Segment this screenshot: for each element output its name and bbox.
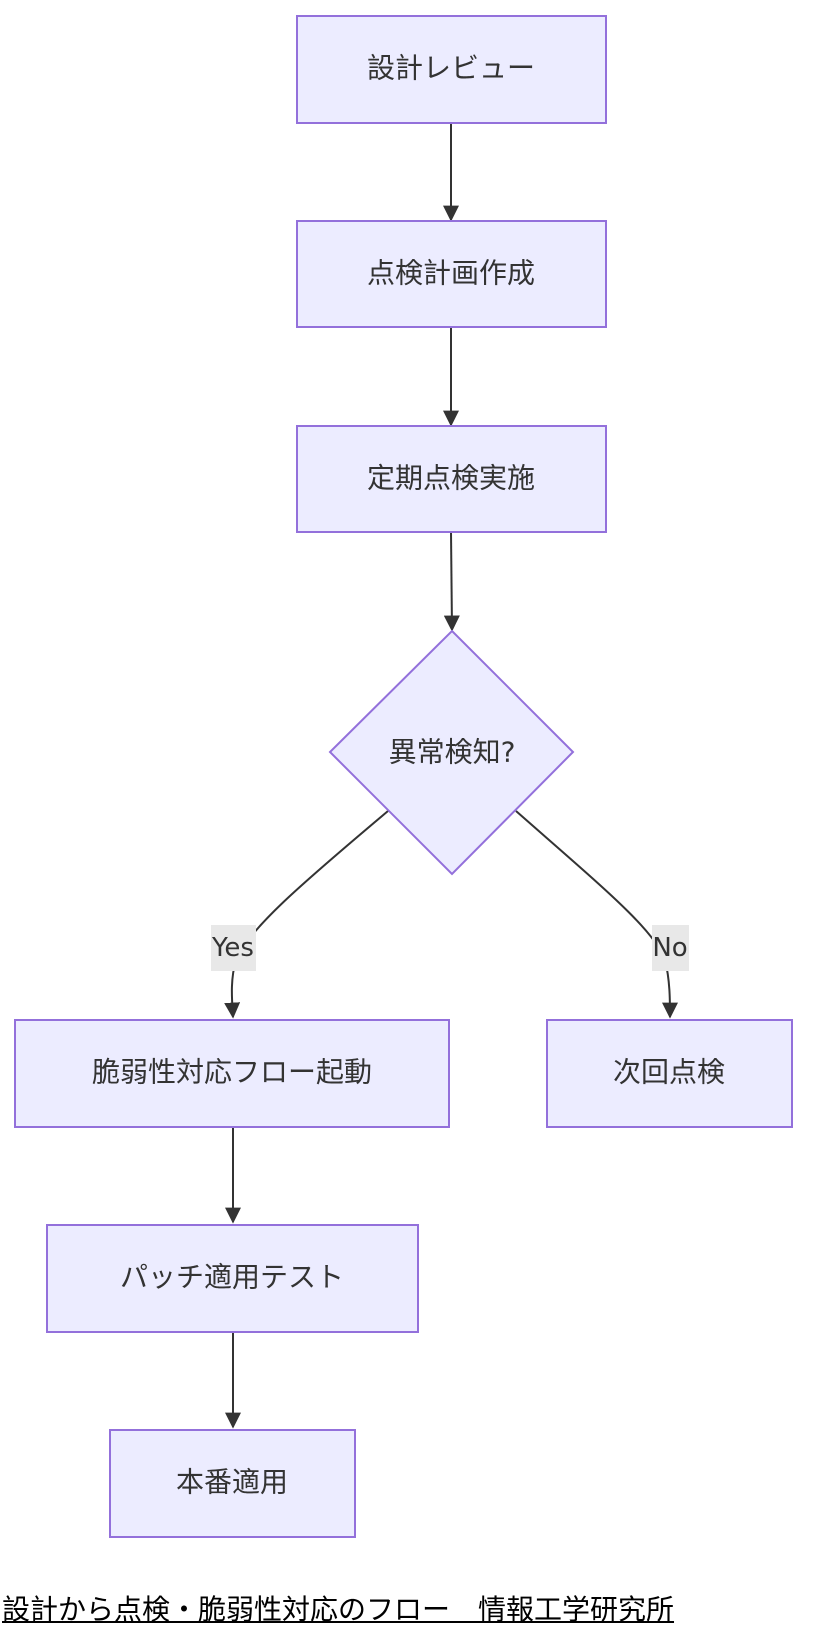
edge-label-no: No bbox=[652, 925, 689, 971]
node-periodic-inspection-label: 定期点検実施 bbox=[367, 462, 535, 495]
node-anomaly-decision[interactable]: 異常検知? bbox=[328, 629, 575, 876]
node-inspection-plan[interactable]: 点検計画作成 bbox=[296, 220, 607, 328]
node-inspection-plan-label: 点検計画作成 bbox=[367, 257, 535, 290]
node-vuln-response[interactable]: 脆弱性対応フロー起動 bbox=[14, 1019, 450, 1128]
node-patch-test-label: パッチ適用テスト bbox=[120, 1261, 344, 1294]
node-anomaly-decision-label: 異常検知? bbox=[389, 736, 516, 769]
node-periodic-inspection[interactable]: 定期点検実施 bbox=[296, 425, 607, 533]
node-vuln-response-label: 脆弱性対応フロー起動 bbox=[92, 1056, 372, 1089]
footer-caption: 設計から点検・脆弱性対応のフロー 情報工学研究所 bbox=[2, 1593, 675, 1626]
edge-label-yes-text: Yes bbox=[211, 933, 254, 963]
node-production-apply-label: 本番適用 bbox=[176, 1466, 288, 1499]
edge-decision-to-next bbox=[515, 810, 678, 1019]
node-next-inspection[interactable]: 次回点検 bbox=[546, 1019, 793, 1128]
node-design-review-label: 設計レビュー bbox=[367, 52, 535, 85]
edge-inspection-to-decision bbox=[443, 531, 460, 632]
node-design-review[interactable]: 設計レビュー bbox=[296, 15, 607, 124]
edge-label-yes: Yes bbox=[211, 925, 256, 971]
edge-decision-to-vuln bbox=[224, 810, 389, 1019]
edge-label-no-text: No bbox=[652, 933, 687, 963]
node-next-inspection-label: 次回点検 bbox=[613, 1056, 725, 1089]
node-patch-test[interactable]: パッチ適用テスト bbox=[46, 1224, 419, 1333]
node-production-apply[interactable]: 本番適用 bbox=[109, 1429, 356, 1538]
